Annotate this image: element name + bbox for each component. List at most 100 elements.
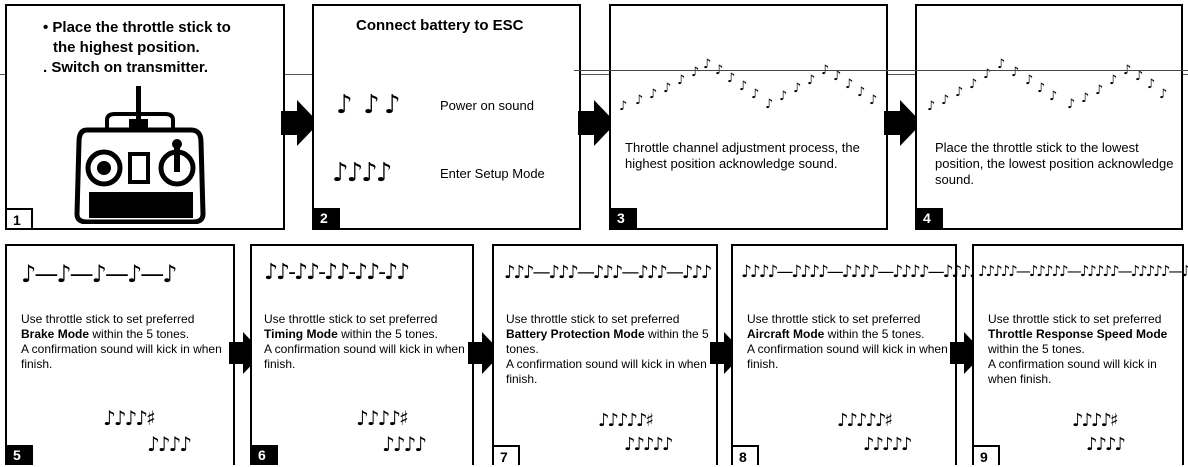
right-arrow-icon [468, 332, 502, 374]
right-arrow-icon [281, 100, 319, 146]
svg-text:♪: ♪ [1109, 73, 1117, 88]
music-note-icon: ♪♪♪♪♪—♪♪♪♪♪—♪♪♪♪♪—♪♪♪♪♪—♪♪♪♪♪ [978, 262, 1188, 280]
step-7-panel: ♪♪♪—♪♪♪—♪♪♪—♪♪♪—♪♪♪ Use throttle stick t… [492, 244, 718, 465]
step-8-number: 8 [733, 445, 759, 465]
svg-text:♪: ♪ [691, 65, 699, 80]
right-arrow-icon [950, 332, 984, 374]
step-8-text: Use throttle stick to set preferred Airc… [747, 312, 953, 372]
svg-text:♪: ♪ [955, 85, 963, 100]
step-7-rest: A confirmation sound will kick in when f… [506, 357, 707, 386]
step-5-panel: ♪—♪—♪—♪—♪ Use throttle stick to set pref… [5, 244, 235, 465]
svg-text:♪: ♪ [635, 93, 643, 108]
svg-text:♪: ♪ [1095, 83, 1103, 98]
right-arrow-icon [710, 332, 744, 374]
music-note-icon: ♪—♪—♪—♪—♪ [21, 260, 178, 288]
svg-text:♪: ♪ [779, 89, 787, 104]
svg-text:♪: ♪ [1147, 77, 1155, 92]
step-7-pre: Use throttle stick to set preferred [506, 312, 680, 326]
music-note-icon: ♪♪♪♪—♪♪♪♪—♪♪♪♪—♪♪♪♪—♪♪♪♪ [741, 262, 980, 282]
step-6-rest: A confirmation sound will kick in when f… [264, 342, 465, 371]
music-note-icon: ♪♪♪♪ [332, 158, 392, 188]
svg-text:♪: ♪ [941, 93, 949, 108]
music-note-icon: ♪♪♪—♪♪♪—♪♪♪—♪♪♪—♪♪♪ [504, 262, 712, 283]
svg-text:♪: ♪ [857, 85, 865, 100]
svg-text:♪: ♪ [765, 97, 773, 112]
step-3-text: Throttle channel adjustment process, the… [625, 140, 860, 171]
svg-text:♪: ♪ [845, 77, 853, 92]
music-note-icon: ♪♪♪♪ [147, 432, 192, 456]
svg-text:♪: ♪ [1037, 81, 1045, 96]
svg-text:♪: ♪ [869, 93, 877, 108]
step-8-rest: A confirmation sound will kick in when f… [747, 342, 948, 371]
step-9-rest: A confirmation sound will kick in when f… [988, 357, 1157, 386]
step-2-panel: Connect battery to ESC ♪ ♪ ♪ Power on so… [312, 4, 581, 230]
svg-text:♪: ♪ [833, 69, 841, 84]
falling-tone-pattern: ♪♪♪♪ ♪♪ ♪♪♪♪ ♪♪♪♪ ♪♪♪♪ [927, 57, 1167, 114]
music-note-icon: ♪♪♪♪♪♯ [598, 410, 654, 431]
music-note-icon: ♪♪♪♪ [382, 432, 427, 456]
svg-text:♪: ♪ [739, 79, 747, 94]
svg-text:♪: ♪ [1135, 69, 1143, 84]
music-note-icon: ♪♪-♪♪-♪♪-♪♪-♪♪ [264, 260, 410, 285]
svg-text:♪: ♪ [927, 99, 935, 114]
step-5-mode: Brake Mode [21, 327, 90, 341]
svg-text:♪: ♪ [1159, 87, 1167, 102]
music-note-icon: ♪♪♪♪♪ [624, 434, 673, 455]
music-note-icon: ♪♪♪♪♪ [863, 434, 912, 455]
music-note-icon: ♪♪♪♪♯ [103, 406, 156, 430]
step-4-number: 4 [917, 208, 943, 228]
setup-mode-label: Enter Setup Mode [440, 166, 545, 181]
right-arrow-icon [884, 100, 922, 146]
step-1-line-3: Switch on transmitter. [51, 59, 209, 76]
step-9-pre: Use throttle stick to set preferred [988, 312, 1162, 326]
step-8-pre: Use throttle stick to set preferred [747, 312, 921, 326]
rising-tone-pattern: ♪♪♪♪ ♪♪♪ ♪♪♪♪ ♪♪♪♪ ♪♪♪♪♪ [619, 57, 877, 114]
music-note-icon: ♪♪♪♪ [1086, 434, 1126, 455]
step-5-number: 5 [7, 445, 33, 465]
svg-text:♪: ♪ [1025, 73, 1033, 88]
step-3-number: 3 [611, 208, 637, 228]
scan-line [574, 70, 1188, 71]
svg-text:♪: ♪ [649, 87, 657, 102]
transmitter-icon [74, 86, 206, 224]
step-6-text: Use throttle stick to set preferred Timi… [264, 312, 470, 372]
music-note-icon: ♪ ♪ ♪ [336, 90, 401, 120]
svg-text:♪: ♪ [663, 81, 671, 96]
svg-text:♪: ♪ [1049, 89, 1057, 104]
music-note-icon: ♪♪♪♪♯ [1072, 410, 1119, 431]
step-1-line-2: the highest position. [53, 39, 200, 56]
step-6-mode: Timing Mode [264, 327, 338, 341]
step-7-text: Use throttle stick to set preferred Batt… [506, 312, 712, 387]
step-1-line-1: Place the throttle stick to [52, 19, 231, 36]
step-9-post: within the 5 tones. [988, 342, 1085, 356]
right-arrow-icon [229, 332, 263, 374]
svg-text:♪: ♪ [807, 73, 815, 88]
step-4-panel: ♪♪♪♪ ♪♪ ♪♪♪♪ ♪♪♪♪ ♪♪♪♪ Place the throttl… [915, 4, 1183, 230]
step-1-panel: • Place the throttle stick to the highes… [5, 4, 285, 230]
step-5-pre: Use throttle stick to set preferred [21, 312, 195, 326]
music-note-icon: ♪♪♪♪♪♯ [837, 410, 893, 431]
step-5-rest: A confirmation sound will kick in when f… [21, 342, 222, 371]
step-3-panel: ♪♪♪♪ ♪♪♪ ♪♪♪♪ ♪♪♪♪ ♪♪♪♪♪ Throttle channe… [609, 4, 888, 230]
step-5-text: Use throttle stick to set preferred Brak… [21, 312, 231, 372]
svg-text:♪: ♪ [997, 57, 1005, 72]
step-5-post: within the 5 tones. [89, 327, 190, 341]
step-7-number: 7 [494, 445, 520, 465]
step-2-title: Connect battery to ESC [356, 17, 524, 34]
step-6-number: 6 [252, 445, 278, 465]
svg-text:♪: ♪ [793, 81, 801, 96]
step-9-mode: Throttle Response Speed Mode [988, 327, 1168, 341]
svg-text:♪: ♪ [983, 67, 991, 82]
step-6-post: within the 5 tones. [337, 327, 438, 341]
step-7-mode: Battery Protection Mode [506, 327, 645, 341]
svg-text:♪: ♪ [1011, 65, 1019, 80]
step-1-number: 1 [7, 208, 33, 228]
step-1-instructions: • Place the throttle stick to the highes… [43, 19, 231, 76]
step-2-number: 2 [314, 208, 340, 228]
step-6-panel: ♪♪-♪♪-♪♪-♪♪-♪♪ Use throttle stick to set… [250, 244, 474, 465]
right-arrow-icon [578, 100, 616, 146]
step-9-panel: ♪♪♪♪♪—♪♪♪♪♪—♪♪♪♪♪—♪♪♪♪♪—♪♪♪♪♪ Use thrott… [972, 244, 1188, 465]
svg-text:♪: ♪ [969, 77, 977, 92]
step-8-post: within the 5 tones. [824, 327, 925, 341]
step-6-pre: Use throttle stick to set preferred [264, 312, 438, 326]
